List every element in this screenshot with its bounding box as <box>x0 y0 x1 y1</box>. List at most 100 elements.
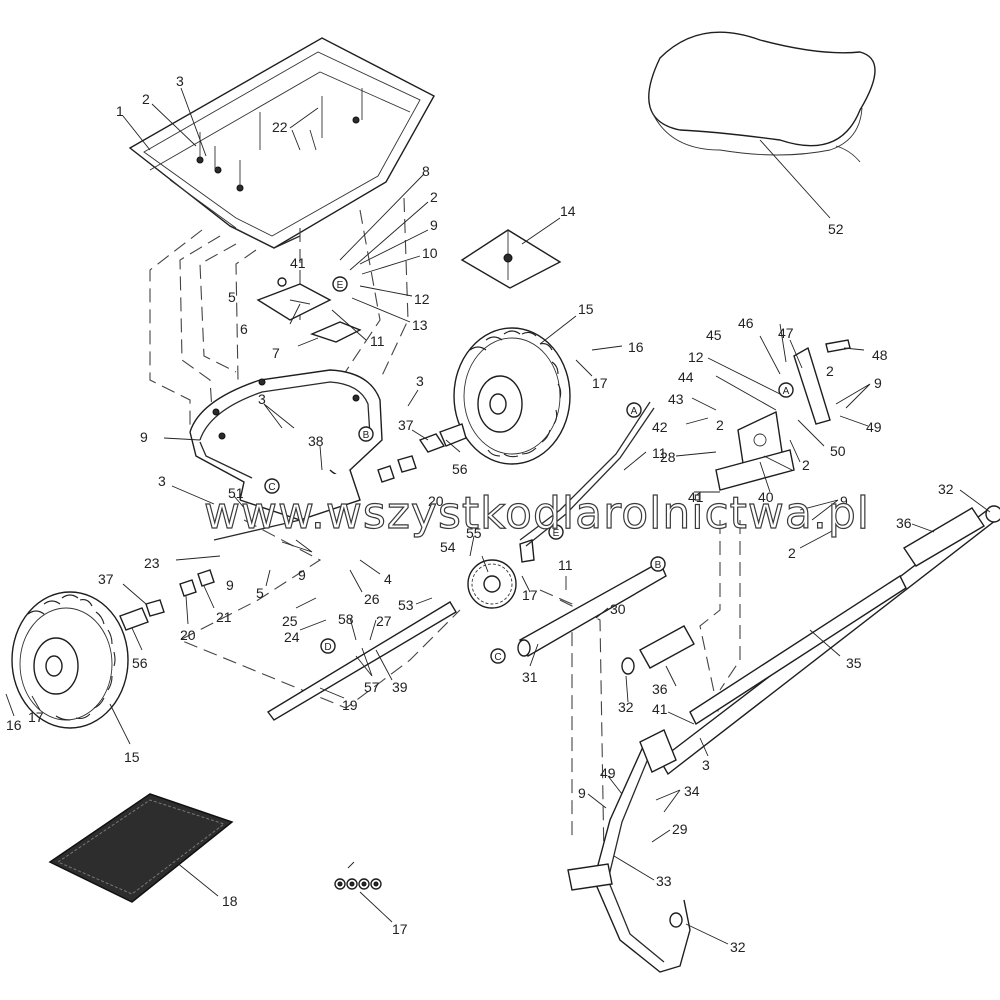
callout-label: 45 <box>706 327 722 343</box>
callout-label: 32 <box>618 699 634 715</box>
callout-label: 22 <box>272 119 288 135</box>
callout-label: 24 <box>284 629 300 645</box>
callout-label: 12 <box>414 291 430 307</box>
connector-marker: A <box>778 382 794 398</box>
lower-handle-part <box>567 729 691 973</box>
connector-marker: B <box>358 426 374 442</box>
callout-label: 9 <box>226 577 234 593</box>
callout-label: 5 <box>228 289 236 305</box>
connector-letter: B <box>363 430 370 441</box>
callout-label: 11 <box>558 557 573 573</box>
control-rod-part <box>519 401 655 547</box>
part-callouts: 1 2 3 22 8 2 9 10 41 12 5 13 6 11 7 14 5… <box>6 73 954 955</box>
callout-label: 25 <box>282 613 298 629</box>
callout-label: 20 <box>180 627 196 643</box>
callout-label: 4 <box>384 571 392 587</box>
callout-label: 40 <box>758 489 774 505</box>
callout-label: 23 <box>144 555 160 571</box>
callout-label: 35 <box>846 655 862 671</box>
callout-label: 37 <box>98 571 114 587</box>
connector-letter: A <box>783 386 790 397</box>
connector-marker: E <box>548 524 564 540</box>
callout-label: 9 <box>298 567 306 583</box>
callout-label: 41 <box>290 255 306 271</box>
callout-label: 11 <box>370 333 385 349</box>
callout-label: 32 <box>938 481 954 497</box>
callout-label: 55 <box>466 525 482 541</box>
callout-label: 2 <box>716 417 724 433</box>
callout-label: 11 <box>652 445 667 461</box>
callout-label: 6 <box>240 321 248 337</box>
callout-label: 32 <box>730 939 746 955</box>
callout-label: 56 <box>132 655 148 671</box>
callout-label: 30 <box>610 601 626 617</box>
callout-label: 31 <box>522 669 538 685</box>
callout-label: 57 <box>364 679 380 695</box>
callout-label: 47 <box>778 325 794 341</box>
handle-tube-part <box>621 505 1000 776</box>
callout-label: 17 <box>392 921 408 937</box>
callout-label: 27 <box>376 613 392 629</box>
callout-label: 12 <box>688 349 704 365</box>
callout-label: 17 <box>592 375 608 391</box>
floor-mat-part <box>48 793 234 903</box>
callout-label: 39 <box>392 679 408 695</box>
connector-letter: A <box>631 406 638 417</box>
callout-label: 56 <box>452 461 468 477</box>
axle-part <box>266 561 667 721</box>
connector-letter: B <box>655 560 662 571</box>
connector-marker: B <box>650 556 666 572</box>
connector-marker: E <box>332 276 348 292</box>
connector-marker: D <box>320 638 336 654</box>
callout-label: 3 <box>702 757 710 773</box>
callout-label: 52 <box>828 221 844 237</box>
callout-label: 17 <box>522 587 538 603</box>
callout-label: 5 <box>256 585 264 601</box>
callout-label: 2 <box>826 363 834 379</box>
callout-label: 15 <box>124 749 140 765</box>
callout-label: 3 <box>416 373 424 389</box>
callout-label: 18 <box>222 893 238 909</box>
callout-label: 48 <box>872 347 888 363</box>
control-bracket-part <box>715 339 851 491</box>
connector-letter: E <box>337 280 344 291</box>
callout-label: 3 <box>258 391 266 407</box>
callout-label: 37 <box>398 417 414 433</box>
callout-label: 9 <box>840 493 848 509</box>
callout-label: 14 <box>560 203 576 219</box>
callout-label: 58 <box>338 611 354 627</box>
callout-label: 26 <box>364 591 380 607</box>
callout-label: 20 <box>428 493 444 509</box>
callout-label: 42 <box>652 419 668 435</box>
connector-marker: C <box>264 478 280 494</box>
connector-letter: C <box>268 482 275 493</box>
gate-plate-part <box>256 277 362 343</box>
leader-lines <box>5 87 991 945</box>
callout-label: 16 <box>6 717 22 733</box>
callout-label: 8 <box>422 163 430 179</box>
callout-label: 3 <box>158 473 166 489</box>
callout-label: 49 <box>866 419 882 435</box>
callout-label: 9 <box>578 785 586 801</box>
connector-letter: D <box>324 642 331 653</box>
callout-label: 43 <box>668 391 684 407</box>
callout-label: 36 <box>652 681 668 697</box>
callout-label: 34 <box>684 783 700 799</box>
callout-label: 29 <box>672 821 688 837</box>
callout-label: 2 <box>142 91 150 107</box>
callout-label: 15 <box>578 301 594 317</box>
callout-label: 3 <box>176 73 184 89</box>
connector-markers: E B C A A E B C <box>264 276 794 664</box>
callout-label: 16 <box>628 339 644 355</box>
callout-label: 19 <box>342 697 358 713</box>
hopper-cover-part <box>648 31 876 163</box>
callout-label: 36 <box>896 515 912 531</box>
connector-letter: C <box>494 652 501 663</box>
callout-label: 41 <box>652 701 668 717</box>
callout-label: 9 <box>874 375 882 391</box>
callout-label: 21 <box>216 609 232 625</box>
callout-label: 2 <box>802 457 810 473</box>
callout-label: 33 <box>656 873 672 889</box>
spinner-plate-part <box>460 229 562 289</box>
